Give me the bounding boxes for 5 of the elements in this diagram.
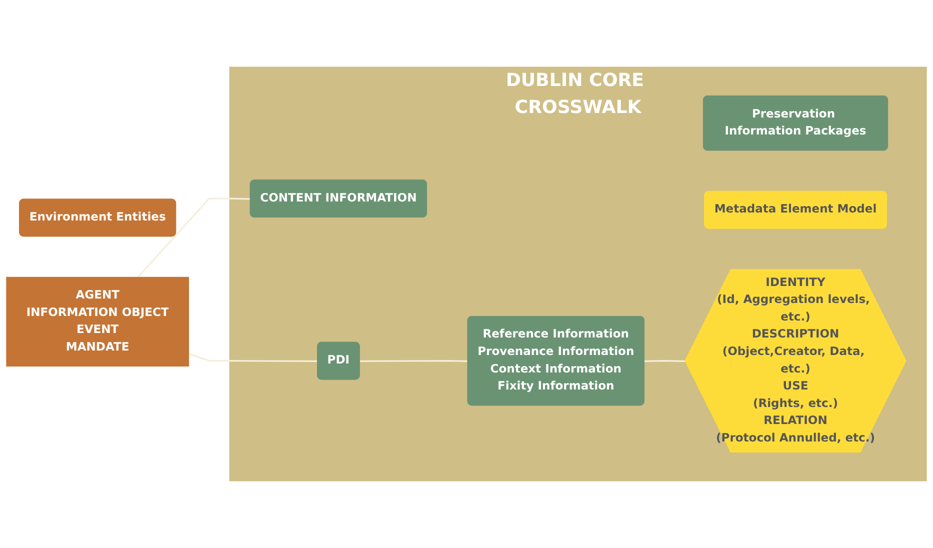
- connector: [137, 198, 251, 278]
- connector: [644, 360, 686, 362]
- node-box: AGENT INFORMATION OBJECT EVENT MANDATE: [6, 276, 189, 367]
- connector: [360, 360, 468, 362]
- connector: [188, 352, 318, 362]
